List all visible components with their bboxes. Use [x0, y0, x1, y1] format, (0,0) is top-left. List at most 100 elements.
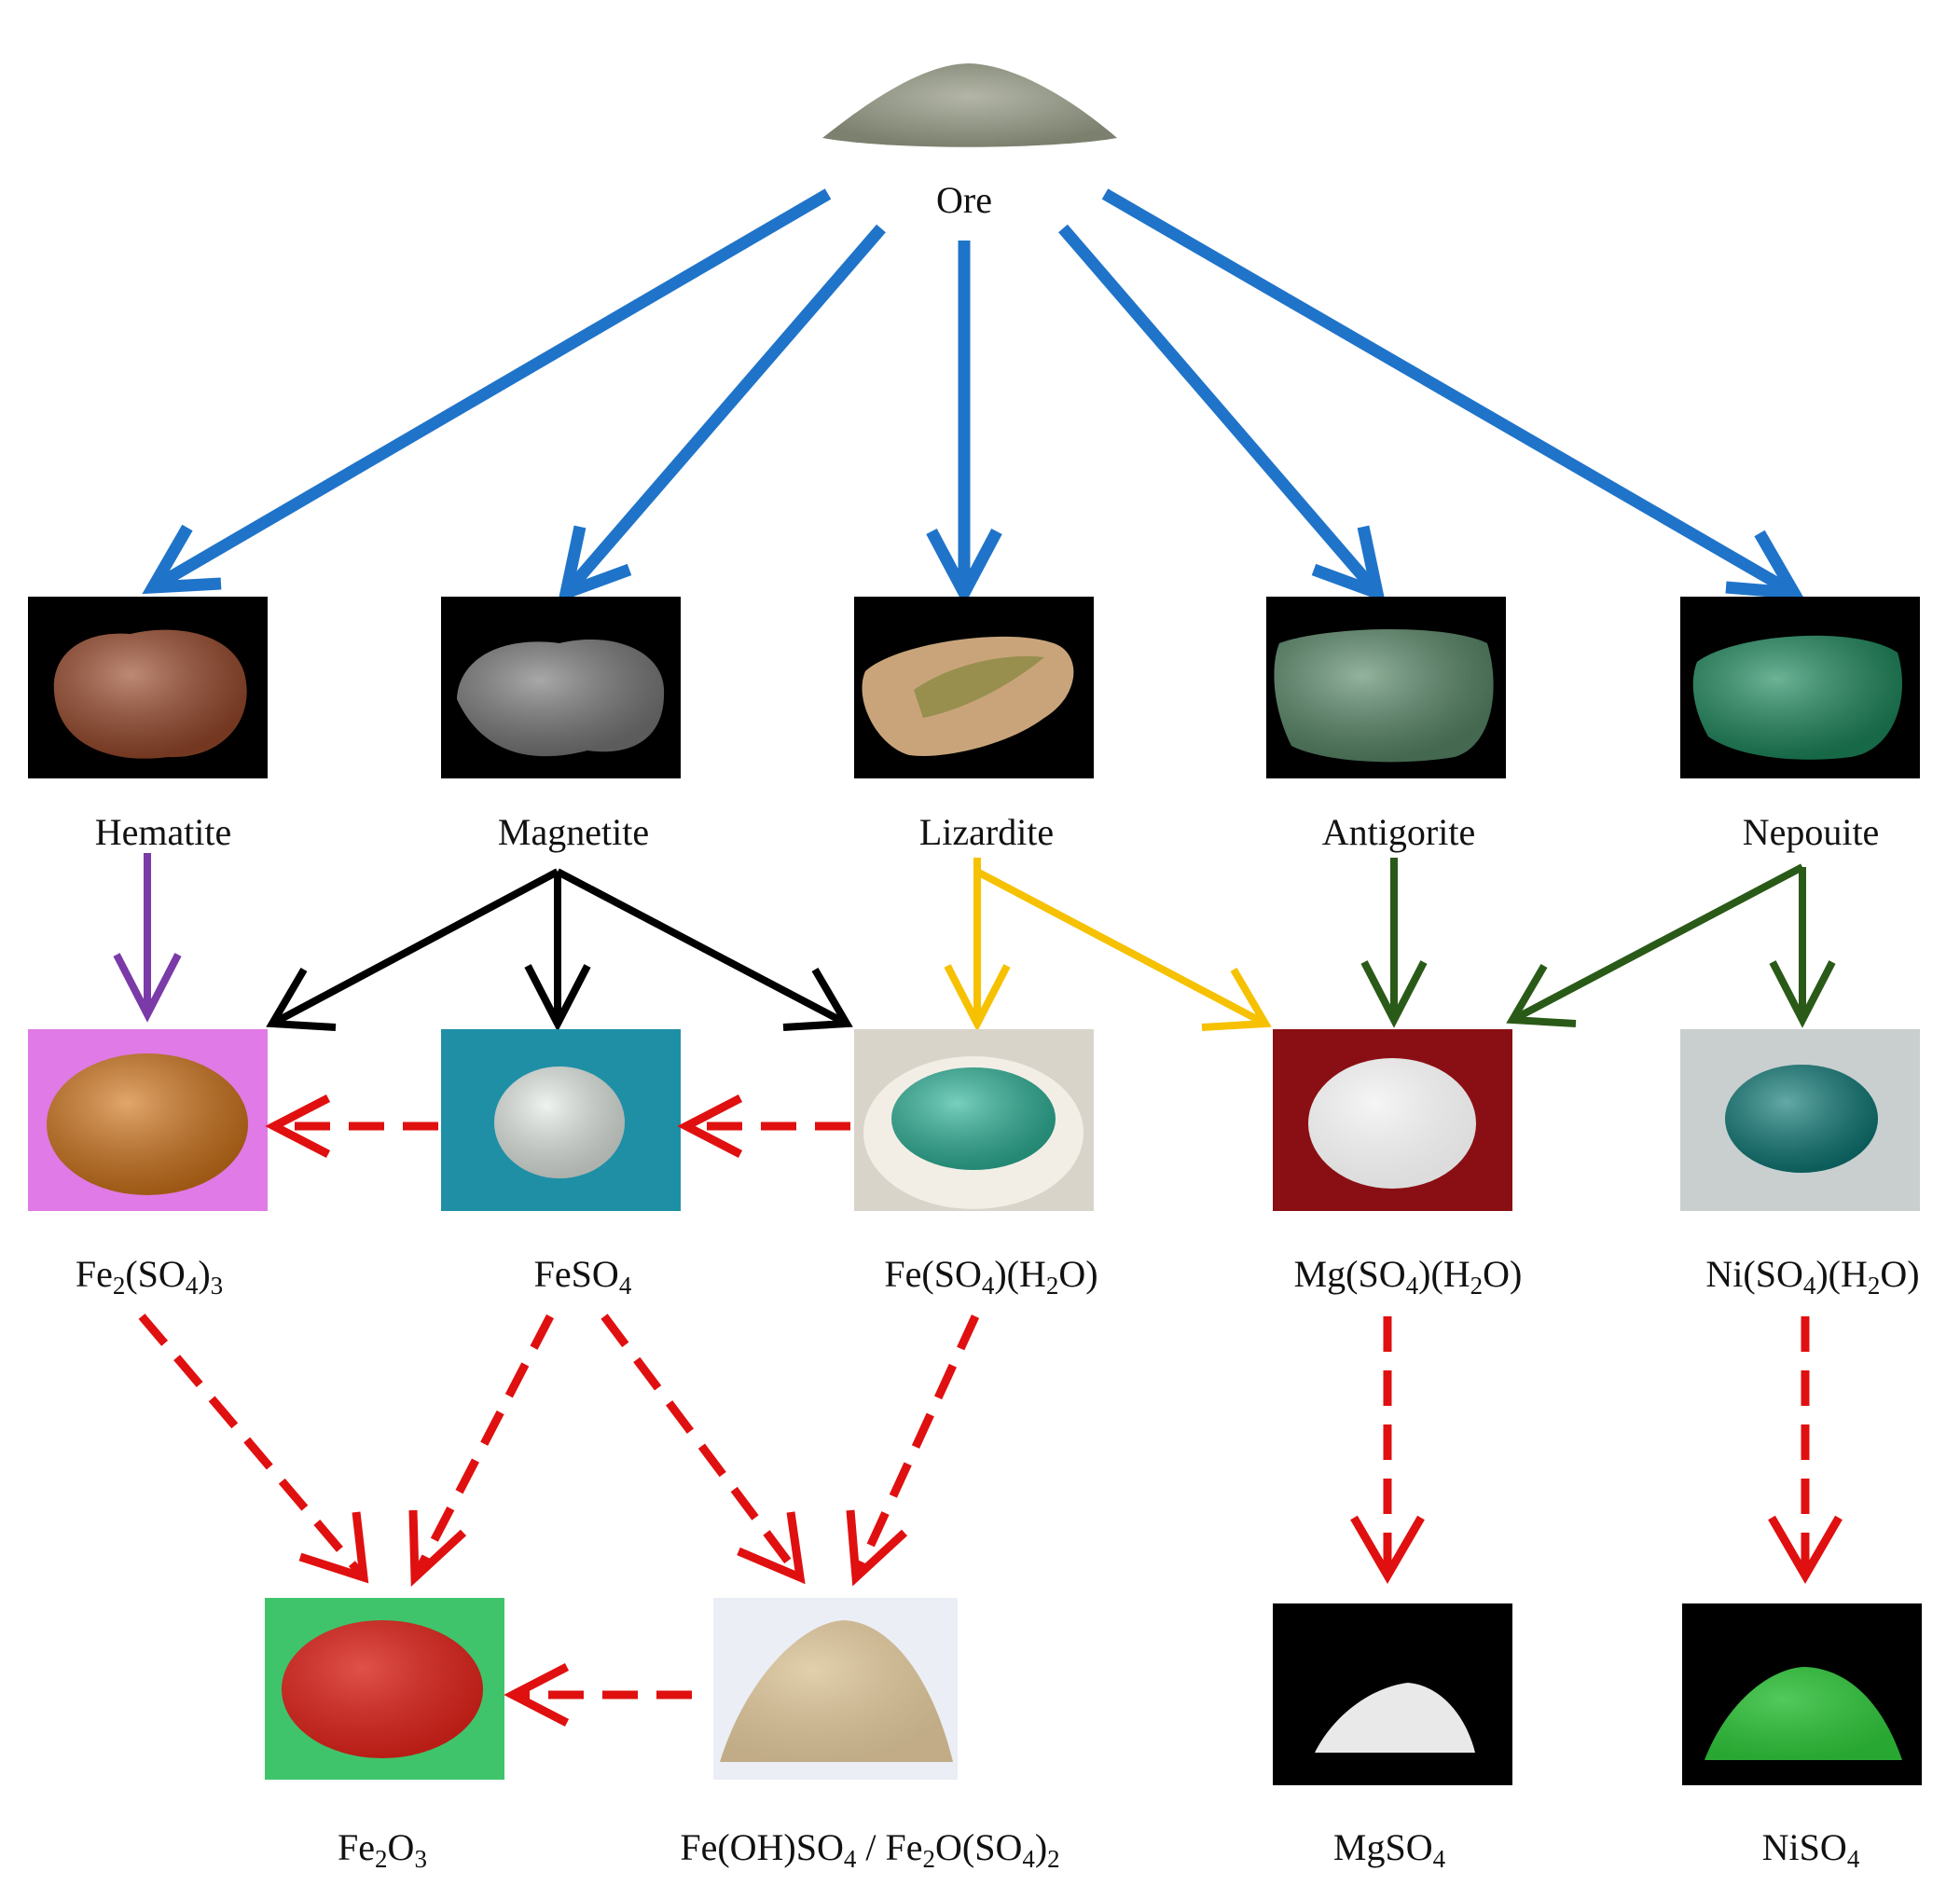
- label-part: NiSO: [1762, 1826, 1847, 1868]
- lizardite-arrows: [944, 858, 1272, 1032]
- arrow-line: [600, 1314, 804, 1580]
- label-part: O): [1058, 1253, 1097, 1295]
- arrow-line: [851, 1314, 980, 1579]
- label-subscript: 4: [982, 1272, 995, 1300]
- mgso4h2o-label: Mg(SO4)(H2O): [1294, 1253, 1523, 1300]
- niso4h2o-label: Ni(SO4)(H2O): [1705, 1253, 1919, 1300]
- arrow-head: [944, 964, 1011, 1032]
- antigorite-rock-shade: [1274, 628, 1494, 763]
- arrow-line: [975, 868, 1267, 1027]
- label-part: Fe(OH)SO: [680, 1826, 844, 1868]
- arrow-lizardite-to-mgso4h2o: [975, 868, 1272, 1031]
- ore-arrows: [142, 188, 1805, 606]
- arrow-magnetite-to-feso4: [524, 872, 591, 1032]
- arrow-hematite-to-fe2so43: [113, 853, 182, 1023]
- mineral-magnetite: Magnetite: [441, 597, 681, 853]
- mineral-lizardite: Lizardite: [854, 597, 1094, 853]
- arrow-magnetite-to-feso4h2o: [556, 868, 853, 1031]
- intermediate-feso4h2o: Fe(SO4)(H2O): [854, 1029, 1098, 1300]
- arrow-line: [1511, 863, 1804, 1024]
- niso4-pile-shade: [1705, 1667, 1902, 1760]
- arrow-nepouite-to-mgso4h2o: [1506, 863, 1804, 1027]
- arrow-head: [846, 1509, 908, 1587]
- label-subscript: 2: [1046, 1272, 1059, 1300]
- arrow-feso4-to-fe2so43: [265, 1094, 438, 1158]
- label-part: FeSO: [534, 1253, 619, 1295]
- label-subscript: 2: [1868, 1272, 1881, 1300]
- label-subscript: 4: [1433, 1845, 1446, 1873]
- arrow-ore-to-nepouite: [1101, 188, 1805, 600]
- arrow-magnetite-to-fe2so43: [266, 868, 559, 1031]
- product-feohso4: Fe(OH)SO4 / Fe2O(SO4)2: [680, 1598, 1060, 1873]
- intermediate-mgso4h2o: Mg(SO4)(H2O): [1273, 1029, 1522, 1300]
- label-part: MgSO: [1333, 1826, 1433, 1868]
- label-part: Fe(SO: [884, 1253, 981, 1295]
- fe2o3-pile-shade: [282, 1620, 483, 1758]
- label-part: Ni(SO: [1705, 1253, 1802, 1295]
- magnetite-rock-shade: [457, 640, 665, 757]
- mgso4h2o-pile-shade: [1308, 1058, 1476, 1189]
- label-subscript: 2: [375, 1845, 388, 1873]
- label-subscript: 3: [211, 1272, 224, 1300]
- arrow-head: [504, 1663, 570, 1727]
- label-part: / Fe: [856, 1826, 922, 1868]
- nepouite-rock-shade: [1692, 635, 1902, 760]
- label-part: O): [1483, 1253, 1522, 1295]
- arrow-ore-to-antigorite: [1058, 224, 1386, 603]
- arrow-line: [149, 188, 832, 593]
- hematite-rock-shade: [53, 629, 247, 759]
- product-mgso4: MgSO4: [1273, 1603, 1512, 1873]
- feso4h2o-label: Fe(SO4)(H2O): [884, 1253, 1097, 1300]
- arrow-ore-to-magnetite: [558, 224, 886, 603]
- fe2so43-pile-shade: [47, 1053, 248, 1195]
- arrow-feso4h2o-to-feohso4: [846, 1314, 980, 1587]
- arrow-line: [411, 1314, 554, 1580]
- arrow-head: [677, 1094, 743, 1158]
- label-subscript: 4: [1803, 1272, 1816, 1300]
- antigorite-label: Antigorite: [1322, 811, 1475, 853]
- intermediate-fe2so43: Fe2(SO4)3: [28, 1029, 268, 1300]
- label-part: O: [388, 1826, 415, 1868]
- label-subscript: 4: [844, 1845, 857, 1873]
- mgso4-pile: [1315, 1683, 1475, 1753]
- ore-label: Ore: [936, 179, 992, 221]
- lizardite-vein: [914, 655, 1044, 718]
- label-subscript: 4: [1022, 1845, 1035, 1873]
- arrow-feso4-to-feohso4: [600, 1314, 806, 1585]
- ore-node: Ore: [822, 63, 1117, 221]
- label-part: ): [198, 1253, 210, 1295]
- label-part: O(SO: [935, 1826, 1022, 1868]
- label-subscript: 4: [619, 1272, 632, 1300]
- arrow-head: [1360, 960, 1428, 1028]
- mgso4-label: MgSO4: [1333, 1826, 1446, 1873]
- label-part: Fe: [338, 1826, 375, 1868]
- label-part: O): [1880, 1253, 1919, 1295]
- arrow-line: [561, 224, 886, 598]
- arrow-head: [1725, 530, 1805, 600]
- label-part: (SO: [125, 1253, 185, 1295]
- label-part: Fe: [76, 1253, 113, 1295]
- intermediate-niso4h2o: Ni(SO4)(H2O): [1680, 1029, 1920, 1300]
- arrow-feohso4-to-fe2o3: [504, 1663, 692, 1727]
- magnetite-label: Magnetite: [498, 811, 649, 853]
- mineral-nepouite: Nepouite: [1680, 597, 1920, 853]
- arrow-head: [1769, 960, 1836, 1028]
- arrow-mgso4h2o-to-mgso4: [1350, 1316, 1425, 1584]
- arrow-line: [556, 868, 849, 1027]
- ore-pile: [822, 63, 1117, 147]
- label-subscript: 2: [113, 1272, 126, 1300]
- dashed-arrows: [138, 1094, 1843, 1727]
- arrow-line: [1101, 188, 1798, 599]
- label-part: )(H: [1418, 1253, 1470, 1295]
- mineral-antigorite: Antigorite: [1266, 597, 1506, 853]
- hematite-label: Hematite: [95, 811, 232, 853]
- arrow-ore-to-lizardite: [926, 241, 1002, 606]
- arrow-head: [524, 964, 591, 1032]
- label-part: ): [1035, 1826, 1047, 1868]
- label-subscript: 3: [414, 1845, 427, 1873]
- arrow-nepouite-to-niso4h2o: [1769, 867, 1836, 1028]
- label-part: Mg(SO: [1294, 1253, 1406, 1295]
- arrow-head: [1350, 1515, 1425, 1584]
- label-subscript: 4: [186, 1272, 199, 1300]
